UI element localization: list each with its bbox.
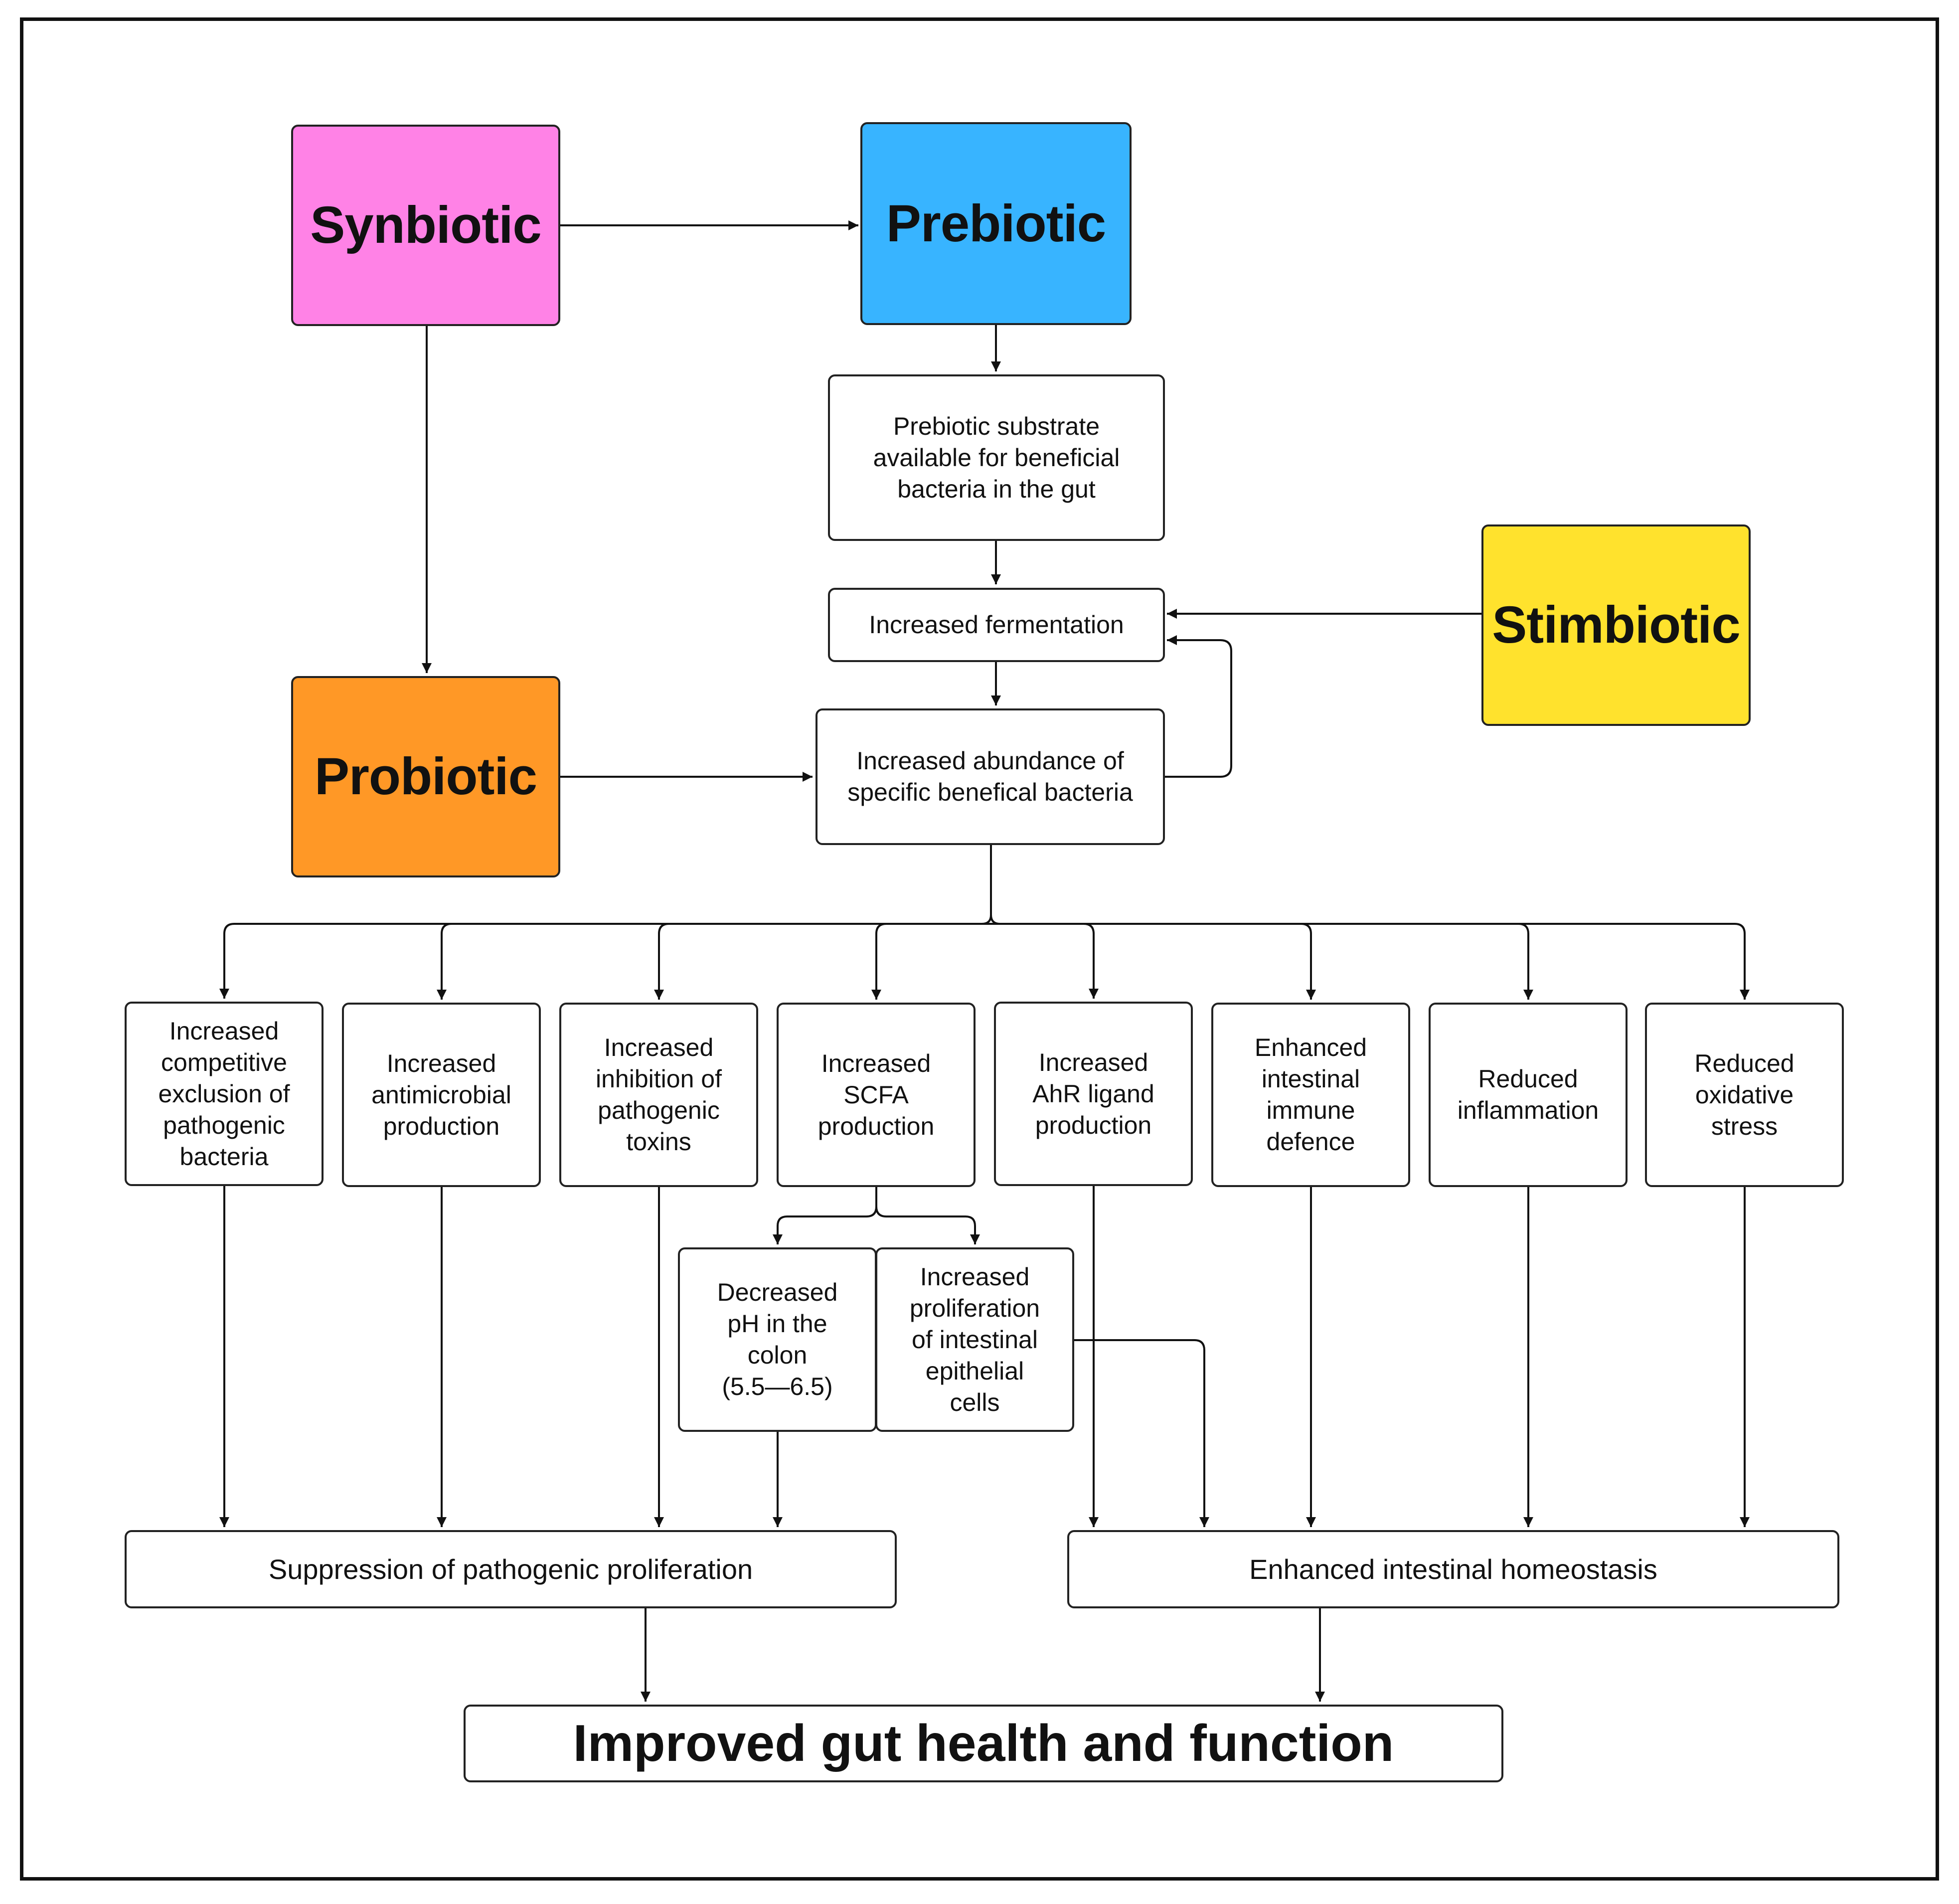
node-epithelial-proliferation: Increased proliferation of intestinal ep… <box>875 1247 1074 1432</box>
node-increased-fermentation-label: Increased fermentation <box>869 611 1124 639</box>
node-pathogen-suppression: Suppression of pathogenic proliferation <box>125 1530 897 1608</box>
node-intestinal-homeostasis-label: Enhanced intestinal homeostasis <box>1249 1553 1657 1585</box>
node-decreased-ph: Decreased pH in the colon (5.5—6.5) <box>678 1247 877 1432</box>
node-competitive-exclusion: Increased competitive exclusion of patho… <box>125 1002 324 1186</box>
node-decreased-ph-label: Decreased pH in the colon (5.5—6.5) <box>717 1278 838 1400</box>
arrow-to-oxidative <box>1734 923 1750 1000</box>
node-improved-gut-health-label: Improved gut health and function <box>573 1714 1394 1772</box>
arrow-to-competitive <box>219 923 235 999</box>
node-stimbiotic: Stimbiotic <box>1481 524 1751 726</box>
arrow-to-ahr <box>1083 923 1099 999</box>
node-immune-defence: Enhanced intestinal immune defence <box>1211 1003 1410 1187</box>
node-ahr-ligand-production-label: Increased AhR ligand production <box>1032 1048 1154 1139</box>
node-reduced-inflammation: Reduced inflammation <box>1429 1003 1628 1187</box>
node-prebiotic: Prebiotic <box>860 122 1132 325</box>
node-prebiotic-substrate-label: Prebiotic substrate available for benefi… <box>873 412 1120 503</box>
arrow-to-inflammation <box>1518 923 1533 1000</box>
node-increased-fermentation: Increased fermentation <box>828 588 1165 662</box>
node-immune-defence-label: Enhanced intestinal immune defence <box>1254 1034 1367 1156</box>
node-synbiotic: Synbiotic <box>291 125 560 326</box>
node-increased-abundance: Increased abundance of specific benefica… <box>816 708 1165 845</box>
node-probiotic-label: Probiotic <box>314 747 537 806</box>
node-ahr-ligand-production: Increased AhR ligand production <box>994 1002 1193 1186</box>
node-intestinal-homeostasis: Enhanced intestinal homeostasis <box>1067 1530 1839 1608</box>
node-toxin-inhibition-label: Increased inhibition of pathogenic toxin… <box>596 1034 722 1156</box>
arrow-to-toxins <box>654 923 669 1000</box>
connector-abundance-trunk <box>981 844 1000 925</box>
diagram-frame <box>20 17 1939 1881</box>
arrow-scfa-ph <box>773 1185 877 1244</box>
node-synbiotic-label: Synbiotic <box>310 196 542 254</box>
node-antimicrobial-production-label: Increased antimicrobial production <box>371 1049 511 1140</box>
node-prebiotic-substrate: Prebiotic substrate available for benefi… <box>828 374 1165 541</box>
node-epithelial-proliferation-label: Increased proliferation of intestinal ep… <box>909 1262 1040 1416</box>
node-pathogen-suppression-label: Suppression of pathogenic proliferation <box>268 1553 753 1585</box>
node-antimicrobial-production: Increased antimicrobial production <box>342 1003 541 1187</box>
node-reduced-oxidative-stress-label: Reduced oxidative stress <box>1694 1049 1795 1140</box>
arrow-to-immune <box>1301 923 1316 1000</box>
node-increased-abundance-label: Increased abundance of specific benefica… <box>847 747 1133 806</box>
node-scfa-production-label: Increased SCFA production <box>817 1049 935 1140</box>
node-stimbiotic-label: Stimbiotic <box>1492 596 1741 654</box>
node-competitive-exclusion-label: Increased competitive exclusion of patho… <box>158 1017 290 1171</box>
node-reduced-oxidative-stress: Reduced oxidative stress <box>1645 1003 1844 1187</box>
node-prebiotic-label: Prebiotic <box>886 194 1106 253</box>
node-improved-gut-health: Improved gut health and function <box>464 1705 1503 1782</box>
arrow-to-antimicrobial <box>437 923 452 1000</box>
node-reduced-inflammation-label: Reduced inflammation <box>1457 1065 1599 1124</box>
node-scfa-production: Increased SCFA production <box>777 1003 976 1187</box>
arrow-scfa-epithelial <box>875 1206 980 1244</box>
arrow-abundance-feedback <box>1164 635 1232 778</box>
node-toxin-inhibition: Increased inhibition of pathogenic toxin… <box>559 1003 758 1187</box>
node-probiotic: Probiotic <box>291 676 560 877</box>
arrow-to-scfa <box>871 923 887 1000</box>
arrow-epithelial-homeostasis <box>1074 1339 1209 1527</box>
